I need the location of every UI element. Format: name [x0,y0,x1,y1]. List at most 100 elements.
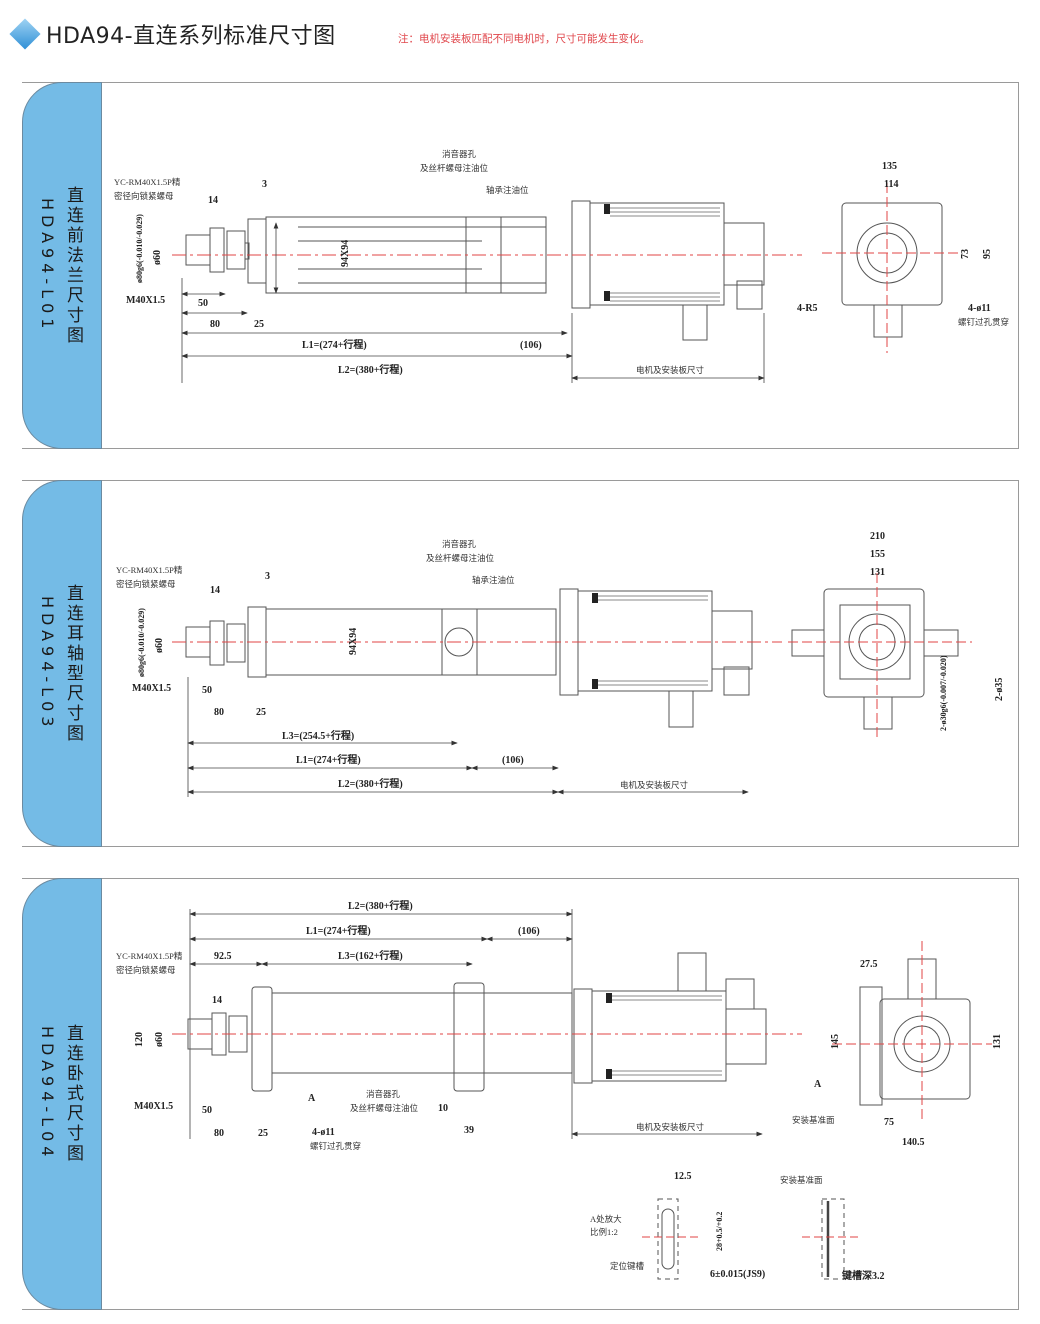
dim-r5: 4-R5 [797,303,818,314]
dim-92-5: 92.5 [214,951,232,962]
dim-27-5: 27.5 [860,959,878,970]
dim-73: 73 [960,249,971,259]
dim-80: 80 [214,1128,224,1139]
dim-l2: L2=(380+行程) [338,363,403,376]
actuator-outline [185,588,753,728]
dim-hole: 4-ø11 [312,1127,335,1138]
panel-title: 直连卧式尺寸图 [63,1024,83,1164]
muffler-label: 消音器孔 [442,149,477,159]
motor-fins [612,995,722,1076]
model-code: HDA94-L04 [38,1026,57,1162]
panel-title: 直连耳轴型尺寸图 [63,583,83,744]
bearing-oil-label: 轴承注油位 [486,185,529,195]
side-view-drawing: L2=(380+行程) L1=(274+行程) (106) 92.5 L3=(1… [116,899,1003,1282]
model-code: HDA94-L03 [38,595,57,732]
motor-fins [610,207,720,302]
motor-seal-top [604,204,610,214]
side-view-drawing: YC-RM40X1.5P精 密径向锁紧螺母 14 3 ø80g6(-0.010/… [116,531,1005,797]
side-view-drawing: YC-RM40X1.5P精 密径向锁紧螺母 14 3 ø80g6(-0.010/… [114,149,1009,383]
dim-80: 80 [214,707,224,718]
dim-135: 135 [882,161,897,172]
header-note: 注：电机安装板匹配不同电机时，尺寸可能发生变化。 [398,33,650,45]
dim-50: 50 [198,298,208,309]
dimension-lines [181,222,765,383]
dim-trunnion: 2-ø30g6(-0.007/-0.020) [939,655,948,731]
dim-25: 25 [254,319,264,330]
panel-title: 直连前法兰尺寸图 [63,185,83,346]
nut-label-2: 密径向锁紧螺母 [116,965,176,975]
drawing-area: L2=(380+行程) L1=(274+行程) (106) 92.5 L3=(1… [102,879,1018,1309]
mark-a: A [308,1093,316,1104]
detail-scale-label: 比例1:2 [590,1227,618,1237]
dim-14: 14 [210,585,220,596]
thread-label: M40X1.5 [132,683,171,694]
dim-14: 14 [208,195,218,206]
model-code: HDA94-L01 [38,197,57,334]
hole-note: 螺钉过孔贯穿 [310,1141,361,1151]
diamond-icon [9,18,41,50]
nut-label-2: 密径向锁紧螺母 [114,191,174,201]
motor-dim-label: 电机及安装板尺寸 [636,365,705,375]
dim-14: 14 [212,995,222,1006]
nut-label: YC-RM40X1.5P精 [116,565,183,575]
dim-210: 210 [870,531,885,542]
nut-label: YC-RM40X1.5P精 [114,177,181,187]
key-depth: 键槽深3.2 [841,1269,885,1282]
dim-l1: L1=(274+行程) [296,753,361,766]
muffler-label: 消音器孔 [442,539,477,549]
dim-106: (106) [518,926,540,937]
dim-l3: L3=(254.5+行程) [282,729,354,742]
muffler-label-2: 及丝杆螺母注油位 [350,1103,419,1113]
dim-l1: L1=(274+行程) [306,924,371,937]
dia-60: ø60 [154,1032,165,1047]
ref-face-label: 安装基准面 [792,1115,835,1125]
dim-80: 80 [210,319,220,330]
actuator-outline [185,200,765,341]
dia-60: ø60 [152,250,163,265]
dim-l2: L2=(380+行程) [348,899,413,912]
dim-l1: L1=(274+行程) [302,338,367,351]
dim-hole: 4-ø11 [968,303,991,314]
dim-131: 131 [870,567,885,578]
detail-zoom-label: A处放大 [590,1214,622,1224]
dim-39: 39 [464,1125,474,1136]
nut-label-2: 密径向锁紧螺母 [116,579,176,589]
key-width: 6±0.015(JS9) [710,1269,765,1280]
drawing-area: YC-RM40X1.5P精 密径向锁紧螺母 14 3 ø80g6(-0.010/… [102,83,1018,448]
thread-label: M40X1.5 [126,295,165,306]
body-size: 94X94 [348,628,359,655]
motor-fins [598,595,708,686]
dim-l3: L3=(162+行程) [338,949,403,962]
panel-l01: HDA94-L01 直连前法兰尺寸图 [22,82,1019,449]
dim-114: 114 [884,179,898,190]
detail-a-outline [657,1198,845,1280]
dim-155: 155 [870,549,885,560]
actuator-outline [187,952,767,1092]
dim-l2: L2=(380+行程) [338,777,403,790]
dim-145: 145 [830,1034,841,1049]
dia-60: ø60 [154,638,165,653]
dimension-lines [189,909,763,1139]
dim-28: 28+0.5/+0.2 [715,1212,724,1251]
panel-side-tab: HDA94-L04 直连卧式尺寸图 [22,878,102,1310]
dim-50: 50 [202,685,212,696]
dia-80: ø80g6(-0.010/-0.029) [137,608,146,677]
muffler-label-2: 及丝杆螺母注油位 [420,163,489,173]
nut-label: YC-RM40X1.5P精 [116,951,183,961]
drawing-area: YC-RM40X1.5P精 密径向锁紧螺母 14 3 ø80g6(-0.010/… [102,481,1018,846]
dim-131: 131 [992,1034,1003,1049]
end-view-outline [841,202,943,338]
dim-140-5: 140.5 [902,1137,925,1148]
mark-a-end: A [814,1079,822,1090]
dim-10: 10 [438,1103,448,1114]
end-view-outline [859,958,971,1106]
dim-3: 3 [262,179,267,190]
motor-seal-bottom [604,291,610,301]
dim-95: 95 [982,249,993,259]
dim-106: (106) [502,755,524,766]
dim-25: 25 [258,1128,268,1139]
dim-3: 3 [265,571,270,582]
dim-75: 75 [884,1117,894,1128]
panel-side-tab: HDA94-L01 直连前法兰尺寸图 [22,82,102,449]
key-slot-label: 定位键槽 [610,1261,645,1271]
